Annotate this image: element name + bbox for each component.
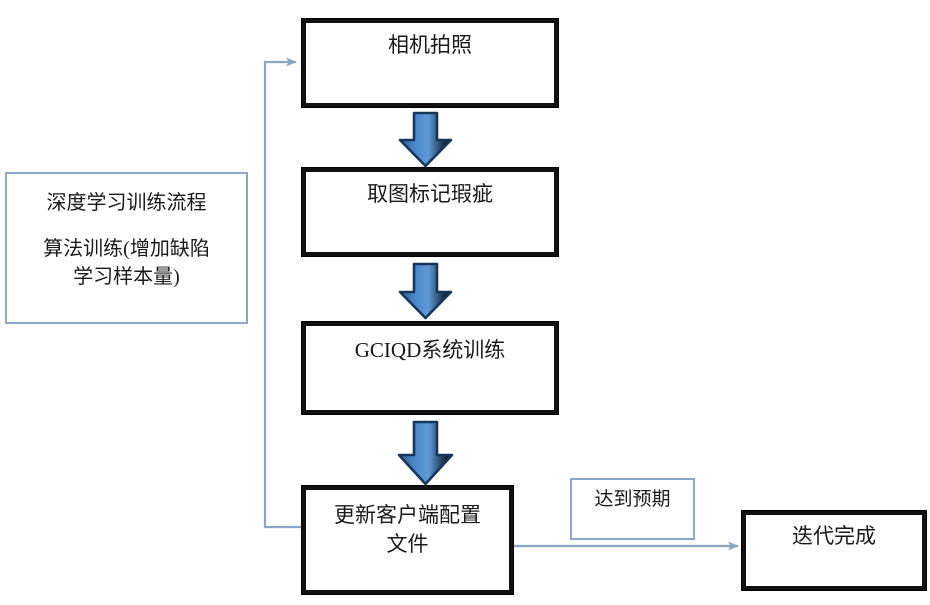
training-panel-title: 深度学习训练流程 [46,192,207,214]
meets-expectation-label: 达到预期 [594,489,671,510]
camera-capture-label: 相机拍照 [388,33,472,57]
block-arrow-down-step2-to-step3 [398,262,453,320]
deep-learning-training-process-panel: 深度学习训练流程 算法训练(增加缺陷 学习样本量) [5,172,248,324]
training-panel-subtitle: 算法训练(增加缺陷 学习样本量) [43,238,210,288]
meets-expectation-box[interactable]: 达到预期 [570,478,695,540]
feedback-line-step4-to-step1 [263,57,302,529]
iteration-complete-label: 迭代完成 [792,524,876,548]
block-arrow-down-step1-to-step2 [398,111,453,168]
update-client-config-label: 更新客户端配置 文件 [334,503,481,556]
mark-defects-box[interactable]: 取图标记瑕疵 [302,168,558,256]
gciqd-training-box[interactable]: GCIQD系统训练 [302,322,558,414]
gciqd-training-label: GCIQD系统训练 [354,338,506,362]
block-arrow-down-step3-to-step4 [397,420,454,486]
iteration-complete-box[interactable]: 迭代完成 [742,511,926,590]
mark-defects-label: 取图标记瑕疵 [367,182,493,206]
camera-capture-box[interactable]: 相机拍照 [302,19,558,107]
update-client-config-box[interactable]: 更新客户端配置 文件 [302,486,513,594]
